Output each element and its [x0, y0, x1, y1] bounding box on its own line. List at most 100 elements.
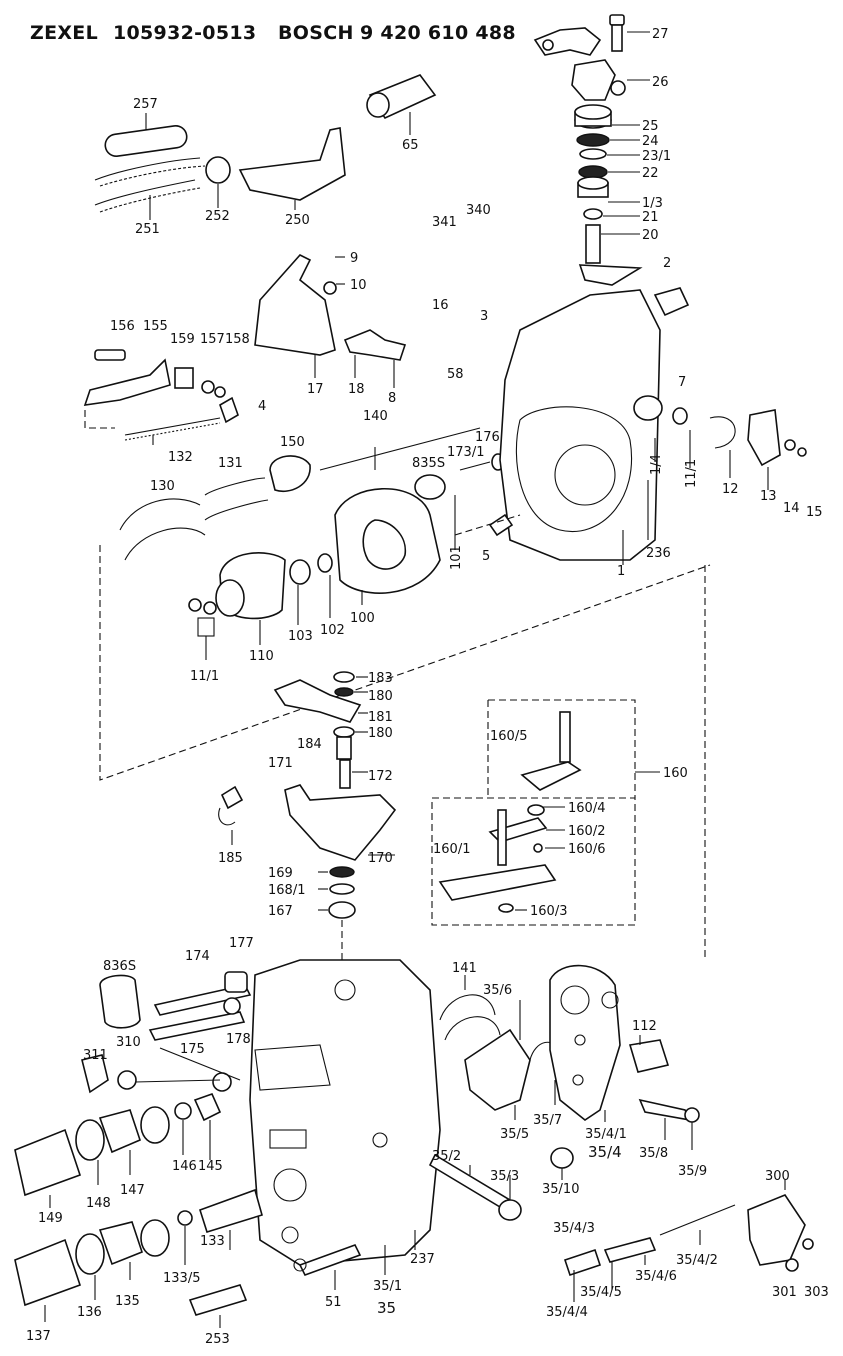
callout-180-lower: 180: [368, 726, 393, 741]
callout-148: 148: [86, 1196, 111, 1211]
callout-252: 252: [205, 209, 230, 224]
callout-1-4: 1/4: [649, 454, 664, 475]
header-zexel-part-number: 105932-0513: [113, 22, 257, 44]
adjuster-160-group: [431, 699, 660, 926]
callout-137: 137: [26, 1329, 51, 1344]
callout-140: 140: [363, 409, 388, 424]
callout-35-9: 35/9: [678, 1164, 707, 1179]
header-brand-zexel: ZEXEL: [30, 22, 98, 44]
callout-184: 184: [297, 737, 322, 752]
callout-135: 135: [115, 1294, 140, 1309]
shaft-stack: [574, 104, 643, 286]
callout-65: 65: [402, 138, 419, 153]
callout-10: 10: [350, 278, 367, 293]
callout-178: 178: [226, 1032, 251, 1047]
callout-836s: 836S: [103, 959, 136, 974]
callout-24: 24: [642, 134, 659, 149]
callout-340: 340: [466, 203, 491, 218]
callout-15: 15: [806, 505, 823, 520]
callout-13: 13: [760, 489, 777, 504]
callout-170: 170: [368, 851, 393, 866]
callout-160-2: 160/2: [568, 824, 605, 839]
callout-14: 14: [783, 501, 800, 516]
callout-172: 172: [368, 769, 393, 784]
callout-35-4-2: 35/4/2: [676, 1253, 718, 1268]
callout-7: 7: [678, 375, 686, 390]
callout-237: 237: [410, 1252, 435, 1267]
callout-160-4: 160/4: [568, 801, 605, 816]
leader-dashed-top: [99, 545, 711, 781]
callout-27: 27: [652, 27, 669, 42]
lower-right-parts: [428, 964, 814, 1302]
callout-835s: 835S: [412, 456, 445, 471]
callout-169: 169: [268, 866, 293, 881]
springs-and-bracket: [94, 74, 437, 220]
callout-174: 174: [185, 949, 210, 964]
callout-1: 1: [617, 564, 625, 579]
callout-136: 136: [77, 1305, 102, 1320]
callout-35-4: 35/4: [588, 1143, 622, 1161]
callout-35-4-5: 35/4/5: [580, 1285, 622, 1300]
callout-310: 310: [116, 1035, 141, 1050]
callout-101: 101: [449, 545, 464, 570]
fittings-left: [14, 971, 362, 1328]
callout-35-3: 35/3: [490, 1169, 519, 1184]
callout-181: 181: [368, 710, 393, 725]
callout-110: 110: [249, 649, 274, 664]
callout-159: 159: [170, 332, 195, 347]
callout-175: 175: [180, 1042, 205, 1057]
callout-176: 176: [475, 430, 500, 445]
callout-147: 147: [120, 1183, 145, 1198]
callout-3: 3: [480, 309, 488, 324]
callout-1-3: 1/3: [642, 196, 663, 211]
callout-150: 150: [280, 435, 305, 450]
callout-131: 131: [218, 456, 243, 471]
callout-156: 156: [110, 319, 135, 334]
callout-8: 8: [388, 391, 396, 406]
callout-4: 4: [258, 399, 266, 414]
callout-177: 177: [229, 936, 254, 951]
callout-23-1: 23/1: [642, 149, 671, 164]
callout-35-5: 35/5: [500, 1127, 529, 1142]
callout-35-4-6: 35/4/6: [635, 1269, 677, 1284]
callout-146: 146: [172, 1159, 197, 1174]
callout-251: 251: [135, 222, 160, 237]
callout-303: 303: [804, 1285, 829, 1300]
callout-149: 149: [38, 1211, 63, 1226]
callout-17: 17: [307, 382, 324, 397]
callout-5: 5: [482, 549, 490, 564]
callout-311: 311: [83, 1048, 108, 1063]
callout-171: 171: [268, 756, 293, 771]
callout-100: 100: [350, 611, 375, 626]
callout-160-3: 160/3: [530, 904, 567, 919]
callout-160-1: 160/1: [433, 842, 470, 857]
callout-180-upper: 180: [368, 689, 393, 704]
callout-35-8: 35/8: [639, 1146, 668, 1161]
callout-22: 22: [642, 166, 659, 181]
callout-300: 300: [765, 1169, 790, 1184]
callout-26: 26: [652, 75, 669, 90]
callout-133-5: 133/5: [163, 1271, 200, 1286]
callout-160-6: 160/6: [568, 842, 605, 857]
flyweight-carrier: [188, 488, 456, 660]
callout-141: 141: [452, 961, 477, 976]
callout-labels: 27 26 25 24 23/1 22 1/3 21 20 257 65 251…: [26, 27, 829, 1347]
callout-18: 18: [348, 382, 365, 397]
callout-16: 16: [432, 298, 449, 313]
callout-11-1-lower: 11/1: [190, 669, 219, 684]
callout-160-5: 160/5: [490, 729, 527, 744]
callout-173-1: 173/1: [447, 445, 484, 460]
callout-185: 185: [218, 851, 243, 866]
control-lever-group: [218, 671, 397, 919]
callout-11-1-upper: 11/1: [684, 459, 699, 488]
callout-133: 133: [200, 1234, 225, 1249]
callout-35-4-4: 35/4/4: [546, 1305, 588, 1320]
callout-20: 20: [642, 228, 659, 243]
callout-12: 12: [722, 482, 739, 497]
callout-130: 130: [150, 479, 175, 494]
callout-236: 236: [646, 546, 671, 561]
callout-35-4-3: 35/4/3: [553, 1221, 595, 1236]
callout-51: 51: [325, 1295, 342, 1310]
